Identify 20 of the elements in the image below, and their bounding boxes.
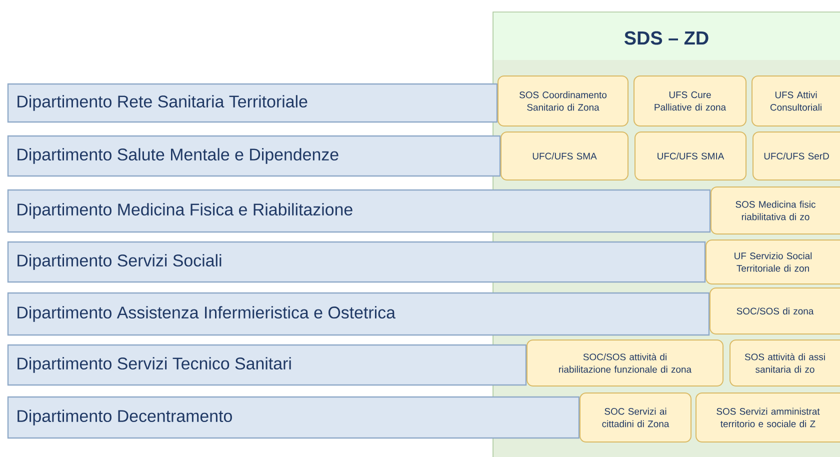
unit-box: SOS Coordinamento Sanitario di Zona [498, 76, 628, 126]
unit-box: UF Servizio Social Territoriale di zon [706, 240, 840, 284]
unit-box: UFC/UFS SMA [500, 132, 628, 180]
unit-box: UFC/UFS SMIA [634, 132, 746, 180]
department-bar: Dipartimento Rete Sanitaria Territoriale [7, 83, 498, 123]
unit-box: SOS attività di assi sanitaria di zo [730, 340, 840, 386]
department-bar: Dipartimento Servizi Sociali [7, 241, 706, 283]
department-bar: Dipartimento Medicina Fisica e Riabilitazione [7, 189, 711, 233]
unit-box: SOC/SOS attività di riabilitazione funzionale di zona [526, 340, 724, 386]
unit-box: UFS Cure Palliative di zona [634, 76, 746, 126]
unit-box: UFS Attivi Consultoriali [752, 76, 840, 126]
unit-box: SOS Servizi amministrat territorio e sociale di Z [696, 392, 840, 442]
unit-box: SOS Medicina fisic riabilitativa di zo [710, 186, 840, 234]
unit-box: UFC/UFS SerD [752, 132, 840, 180]
department-bar: Dipartimento Assistenza Infermieristica e Ostetrica [7, 292, 710, 336]
unit-box: SOC Servizi ai cittadini di Zona [580, 392, 692, 442]
department-bar: Dipartimento Salute Mentale e Dipendenze [7, 135, 501, 177]
department-bar: Dipartimento Servizi Tecnico Sanitari [7, 344, 527, 386]
unit-box: SOC/SOS di zona [710, 288, 840, 334]
department-bar: Dipartimento Decentramento [7, 396, 580, 439]
